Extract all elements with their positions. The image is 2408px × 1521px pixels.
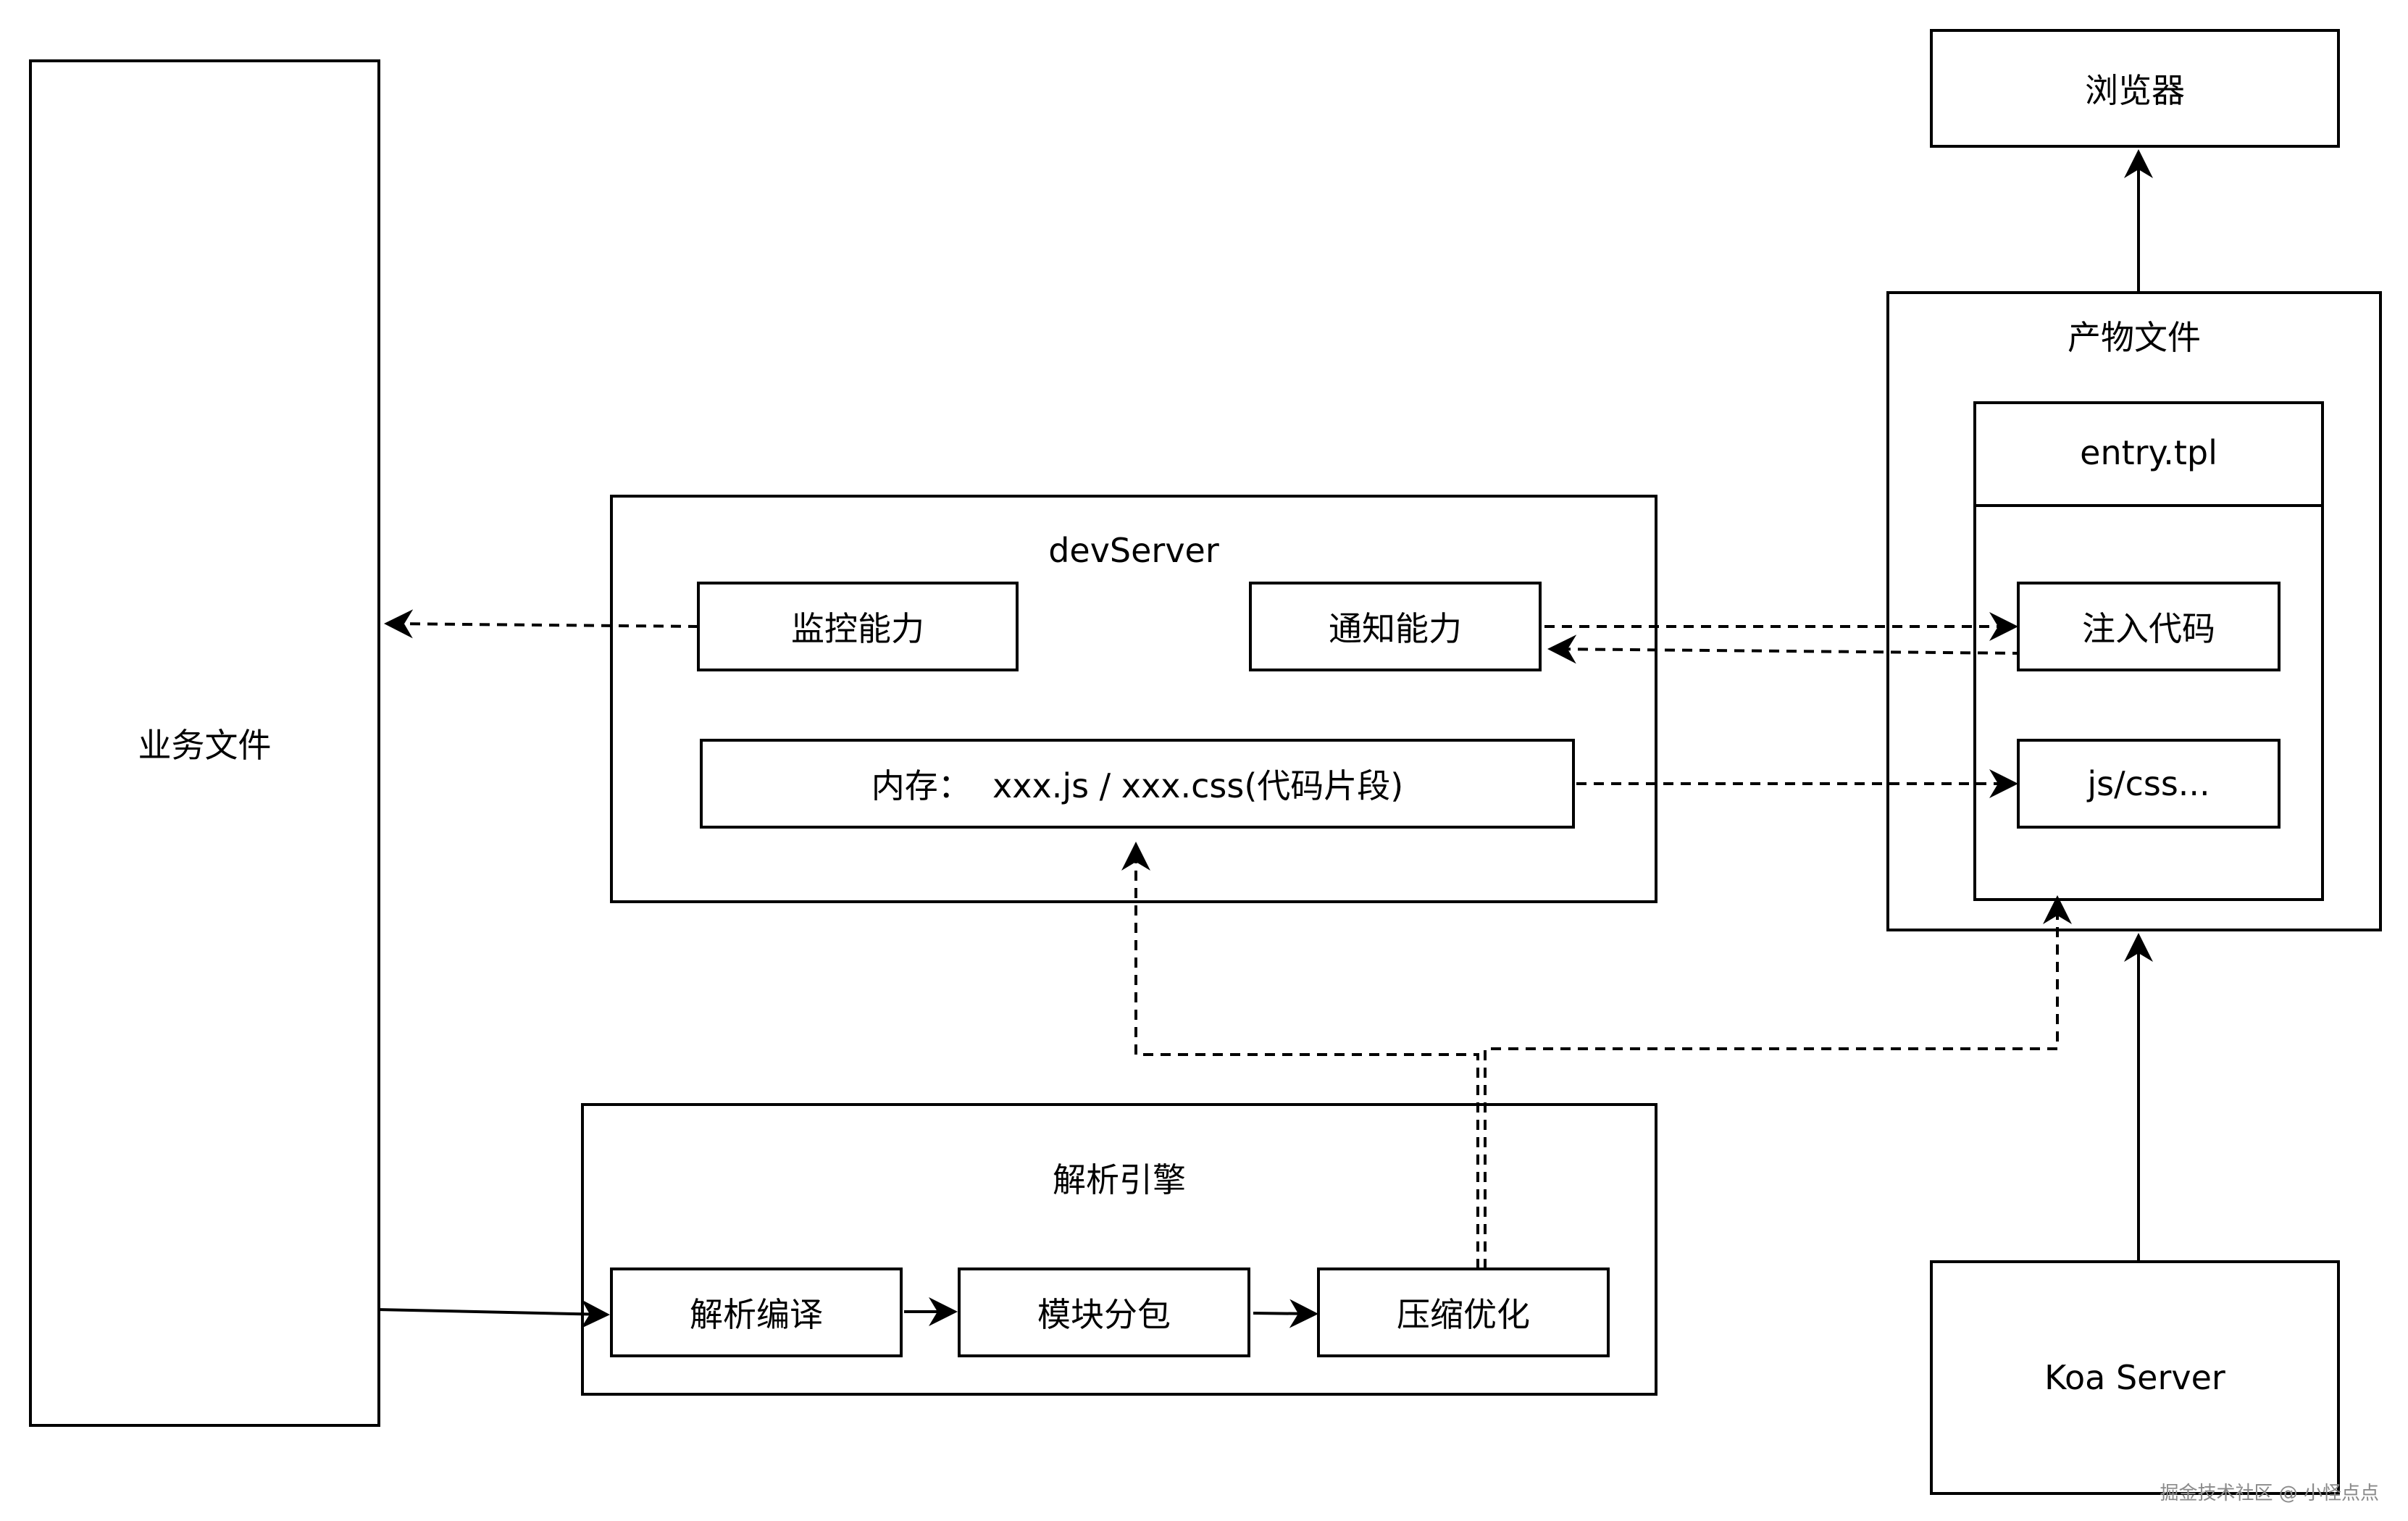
parse-compile-node[interactable]: 解析编译: [610, 1268, 903, 1357]
js-css-node[interactable]: js/css...: [2017, 739, 2281, 829]
watermark: 掘金技术社区 @ 小怪点点: [2160, 1483, 2379, 1504]
monitor-node[interactable]: 监控能力: [697, 582, 1019, 671]
browser-label: 浏览器: [2085, 71, 2185, 110]
compress-optimize-node[interactable]: 压缩优化: [1317, 1268, 1610, 1357]
parse-engine-title: 解析引擎: [1053, 1160, 1186, 1199]
compress-optimize-label: 压缩优化: [1397, 1295, 1530, 1334]
inject-code-node[interactable]: 注入代码: [2017, 582, 2281, 671]
js-css-label: js/css...: [2087, 764, 2210, 803]
inject-code-label: 注入代码: [2082, 609, 2215, 648]
business-files-node[interactable]: 业务文件: [29, 59, 380, 1427]
monitor-label: 监控能力: [791, 609, 924, 648]
entry-tpl-container[interactable]: entry.tpl: [1973, 401, 2324, 901]
memory-label: 内存： xxx.js / xxx.css(代码片段): [871, 766, 1404, 805]
notify-node[interactable]: 通知能力: [1249, 582, 1542, 671]
koa-server-node[interactable]: Koa Server: [1930, 1260, 2340, 1495]
business-files-label: 业务文件: [138, 726, 272, 765]
notify-label: 通知能力: [1329, 609, 1462, 648]
module-split-node[interactable]: 模块分包: [958, 1268, 1250, 1357]
artifacts-container[interactable]: 产物文件: [1886, 291, 2382, 931]
dev-server-title: devServer: [1048, 531, 1219, 570]
memory-node[interactable]: 内存： xxx.js / xxx.css(代码片段): [700, 739, 1575, 829]
dev-server-container[interactable]: devServer: [610, 495, 1657, 903]
edge-business-to-parse: [376, 1299, 610, 1329]
parse-engine-container[interactable]: 解析引擎: [581, 1103, 1657, 1396]
artifacts-title: 产物文件: [2068, 318, 2201, 357]
koa-server-label: Koa Server: [2044, 1358, 2225, 1397]
entry-tpl-divider: [1976, 504, 2321, 507]
entry-tpl-title: entry.tpl: [2080, 433, 2217, 472]
module-split-label: 模块分包: [1037, 1295, 1171, 1334]
browser-node[interactable]: 浏览器: [1930, 29, 2340, 148]
parse-compile-label: 解析编译: [690, 1295, 823, 1334]
